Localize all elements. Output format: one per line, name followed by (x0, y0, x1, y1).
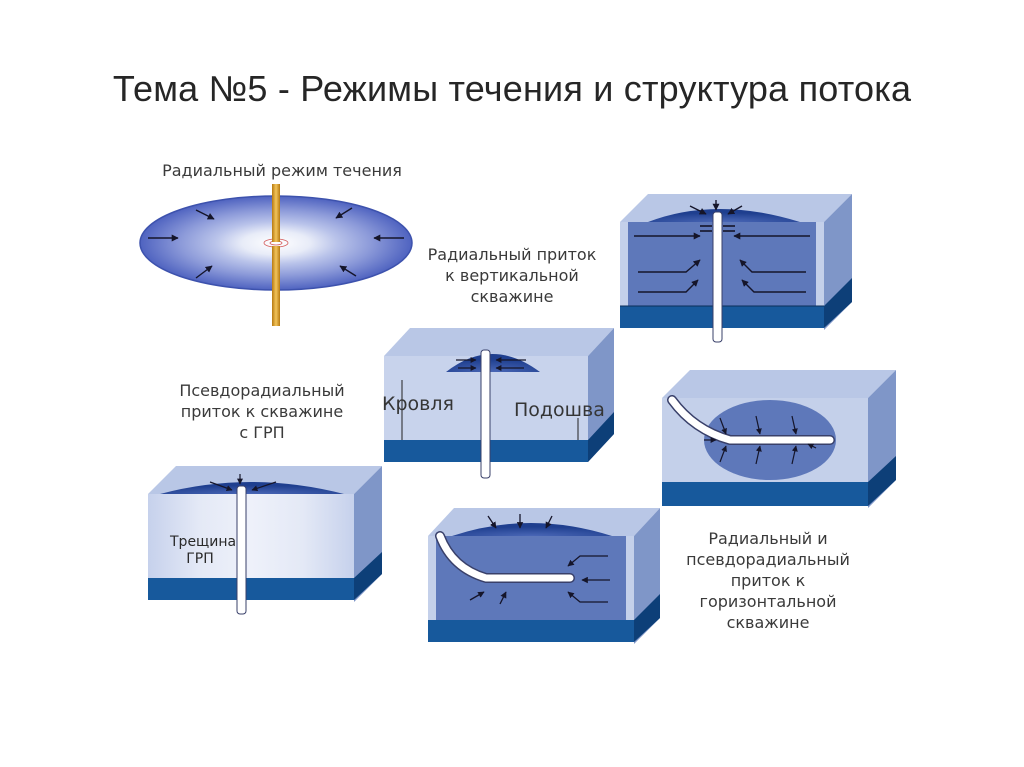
label-radial-vertical: Радиальный приток к вертикальной скважин… (412, 244, 612, 307)
label-radial-horizontal-line4: горизонтальной (699, 592, 837, 611)
label-fracture-line1: Трещина (170, 534, 237, 550)
label-floor: Подошва (514, 399, 605, 421)
block-horizontal-well-section (662, 370, 896, 508)
label-radial-vertical-line2: к вертикальной (445, 266, 579, 285)
slide-title: Тема №5 - Режимы течения и структура пот… (112, 68, 912, 109)
label-fracture: Трещина ГРП (170, 534, 237, 568)
radial-disk-illustration (139, 184, 413, 326)
label-roof: Кровля (382, 393, 454, 415)
label-fracture-line2: ГРП (186, 551, 214, 567)
label-pseudoradial-frac: Псевдорадиальный приток к скважине с ГРП (164, 380, 360, 443)
label-radial-vertical-line3: скважине (470, 287, 554, 306)
label-radial-horizontal: Радиальный и псевдорадиальный приток к г… (668, 528, 868, 633)
block-radial-vertical-well (620, 194, 852, 343)
label-radial-mode: Радиальный режим течения (162, 161, 402, 180)
label-radial-horizontal-line2: псевдорадиальный (686, 550, 850, 569)
label-radial-horizontal-line3: приток к (730, 571, 806, 590)
label-pseudoradial-frac-line2: приток к скважине (180, 402, 344, 421)
block-fractured-well (148, 466, 382, 615)
label-pseudoradial-frac-line1: Псевдорадиальный (179, 381, 345, 400)
block-horizontal-well (428, 508, 660, 644)
label-pseudoradial-frac-line3: с ГРП (239, 423, 285, 442)
label-radial-horizontal-line5: скважине (726, 613, 810, 632)
block-roof-floor (384, 328, 614, 479)
label-radial-vertical-line1: Радиальный приток (427, 245, 597, 264)
label-radial-horizontal-line1: Радиальный и (708, 529, 828, 548)
